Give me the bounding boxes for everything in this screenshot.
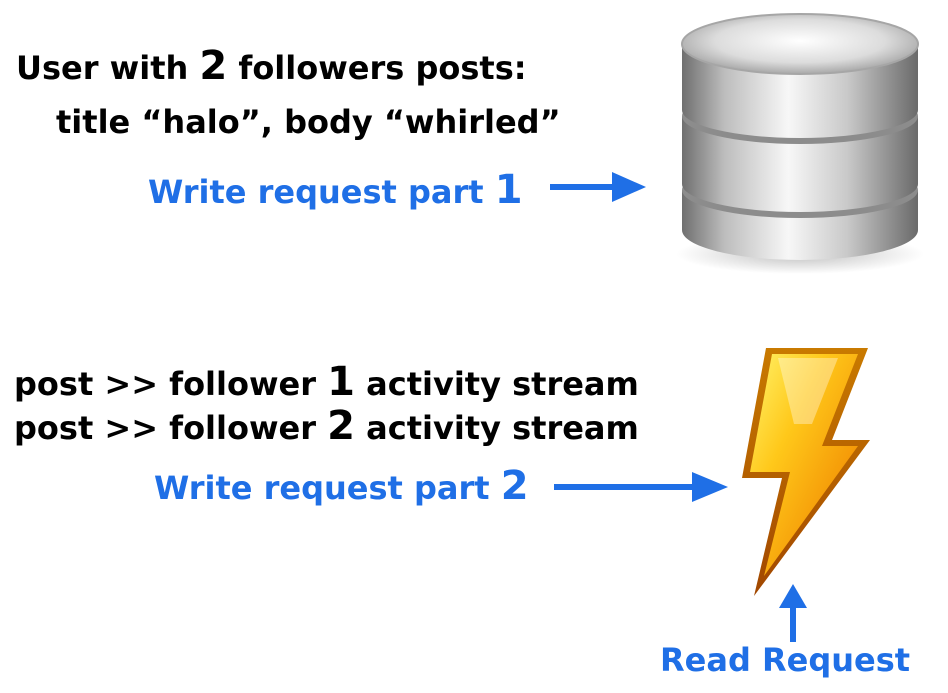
post-description-post: followers posts: bbox=[227, 49, 527, 87]
write-request-part-2-text: Write request part bbox=[154, 469, 501, 507]
post-content-line: title “halo”, body “whirled” bbox=[56, 102, 561, 142]
activity-stream-2-follower-number: 2 bbox=[327, 403, 355, 449]
post-description-line: User with 2 followers posts: bbox=[16, 46, 527, 88]
write-request-part-1-arrow bbox=[550, 172, 646, 202]
database-icon bbox=[676, 13, 924, 274]
activity-stream-1-follower-number: 1 bbox=[327, 359, 355, 405]
post-content: title “halo”, body “whirled” bbox=[56, 103, 561, 141]
write-request-part-1-number: 1 bbox=[494, 167, 523, 213]
activity-stream-line-2: post >> follower 2 activity stream bbox=[14, 406, 639, 448]
activity-stream-1-pre: post >> follower bbox=[14, 365, 328, 403]
lightning-bolt-icon bbox=[742, 348, 870, 596]
write-request-part-2-label: Write request part 2 bbox=[154, 466, 529, 508]
post-description-pre: User with bbox=[16, 49, 200, 87]
read-request-arrow bbox=[779, 584, 807, 642]
activity-stream-line-1: post >> follower 1 activity stream bbox=[14, 362, 639, 404]
activity-stream-1-post: activity stream bbox=[355, 365, 639, 403]
follower-count: 2 bbox=[199, 43, 228, 89]
write-request-part-2-number: 2 bbox=[500, 463, 529, 509]
read-request-label: Read Request bbox=[660, 640, 910, 680]
write-request-part-2-arrow bbox=[554, 472, 728, 502]
write-request-part-1-text: Write request part bbox=[148, 173, 495, 211]
read-request-text: Read Request bbox=[660, 641, 911, 679]
activity-stream-2-pre: post >> follower bbox=[14, 409, 328, 447]
activity-stream-2-post: activity stream bbox=[355, 409, 639, 447]
write-request-part-1-label: Write request part 1 bbox=[148, 170, 523, 212]
